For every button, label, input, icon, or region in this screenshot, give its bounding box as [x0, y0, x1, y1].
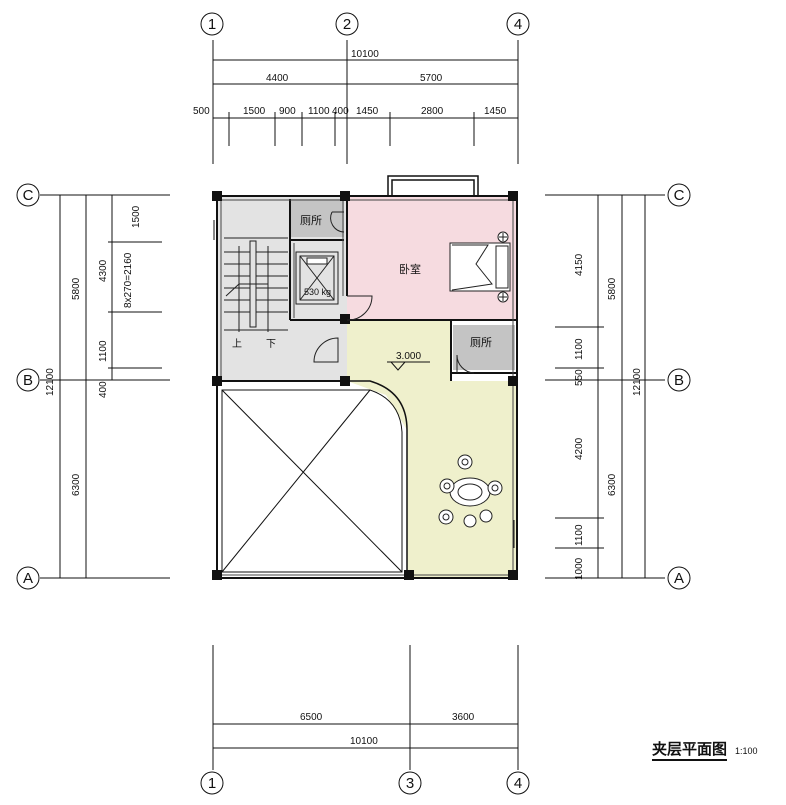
- right-total-dim: 12100: [632, 368, 643, 396]
- left-seg-dim-1: 5800: [71, 277, 82, 300]
- right-detail-dim-3: 550: [574, 369, 585, 386]
- top-detail-dim-8: 1450: [484, 106, 507, 117]
- right-detail-dim-6: 1000: [574, 557, 585, 580]
- right-detail-dim-5: 1100: [574, 524, 585, 546]
- axis-bottom-3: 4: [514, 775, 522, 792]
- top-dimension-lines: [212, 40, 519, 164]
- axis-left-3: A: [23, 570, 33, 587]
- left-detail-dim-4: 1100: [98, 340, 109, 362]
- top-detail-dim-6: 1450: [356, 106, 379, 117]
- top-seg-dim-2: 5700: [420, 73, 443, 84]
- doors: [313, 211, 475, 374]
- elevator-label: 530 kg: [304, 287, 331, 297]
- bottom-seg-dim-2: 3600: [452, 712, 475, 723]
- wall-inner-lines: [220, 199, 514, 576]
- level-marker: [387, 361, 430, 371]
- windows: [213, 220, 515, 548]
- left-detail-dim-3: 8x270=2160: [123, 252, 134, 308]
- right-seg-dim-1: 5800: [607, 277, 618, 300]
- axis-right-3: A: [674, 570, 684, 587]
- axis-left-2: B: [23, 372, 33, 389]
- bed: [449, 231, 511, 303]
- left-detail-dim-5: 400: [98, 381, 109, 398]
- walls: [216, 195, 518, 579]
- right-detail-dim-2: 1100: [574, 338, 585, 360]
- top-detail-dim-5: 400: [332, 106, 349, 117]
- terrace-table-set: [438, 454, 503, 528]
- void-opening: [221, 380, 408, 578]
- right-dimension-lines: [545, 194, 665, 579]
- level-label: 3.000: [396, 351, 421, 362]
- terrace-area: [347, 320, 517, 578]
- bedroom-label: 卧室: [399, 262, 421, 276]
- left-detail-dim-2: 4300: [98, 259, 109, 282]
- toilet-1-area: [290, 199, 344, 237]
- bottom-dimension-lines: [212, 645, 519, 770]
- right-seg-dim-2: 6300: [607, 473, 618, 496]
- bottom-total-dim: 10100: [350, 736, 378, 747]
- axis-top-2: 2: [343, 16, 351, 33]
- top-total-dim: 10100: [351, 49, 379, 60]
- top-detail-dim-4: 1100: [308, 106, 330, 117]
- balcony: [387, 175, 479, 196]
- right-detail-dim-1: 4150: [574, 253, 585, 276]
- columns: [212, 191, 518, 580]
- axis-top-3: 4: [514, 16, 522, 33]
- top-detail-dim-7: 2800: [421, 106, 444, 117]
- drawing-title: 夹层平面图: [652, 740, 728, 761]
- toilet-2-label: 厕所: [470, 336, 492, 349]
- left-total-dim: 12100: [45, 368, 56, 396]
- right-detail-dim-4: 4200: [574, 437, 585, 460]
- left-detail-dim-1: 1500: [131, 205, 142, 228]
- top-detail-dim-1: 500: [193, 106, 210, 117]
- toilet-1-label: 厕所: [300, 214, 322, 227]
- left-dimension-lines: [40, 194, 170, 579]
- drawing-scale: 1:100: [735, 746, 758, 756]
- toilet-2-area: [453, 325, 515, 370]
- stair-down-label: 下: [266, 339, 276, 350]
- axis-top-1: 1: [208, 16, 216, 33]
- axis-bubbles: [16, 12, 691, 795]
- axis-right-2: B: [674, 372, 684, 389]
- axis-bottom-2: 3: [406, 775, 414, 792]
- axis-left-1: C: [23, 187, 34, 204]
- left-seg-dim-2: 6300: [71, 473, 82, 496]
- axis-bottom-1: 1: [208, 775, 216, 792]
- bottom-seg-dim-1: 6500: [300, 712, 323, 723]
- staircase: [224, 237, 288, 332]
- top-detail-dim-3: 900: [279, 106, 296, 117]
- top-seg-dim-1: 4400: [266, 73, 289, 84]
- top-detail-dim-2: 1500: [243, 106, 266, 117]
- drawing-title-block: 夹层平面图 1:100: [652, 738, 758, 761]
- axis-right-1: C: [674, 187, 685, 204]
- elevator-shaft: [295, 251, 339, 305]
- stair-up-label: 上: [232, 338, 242, 350]
